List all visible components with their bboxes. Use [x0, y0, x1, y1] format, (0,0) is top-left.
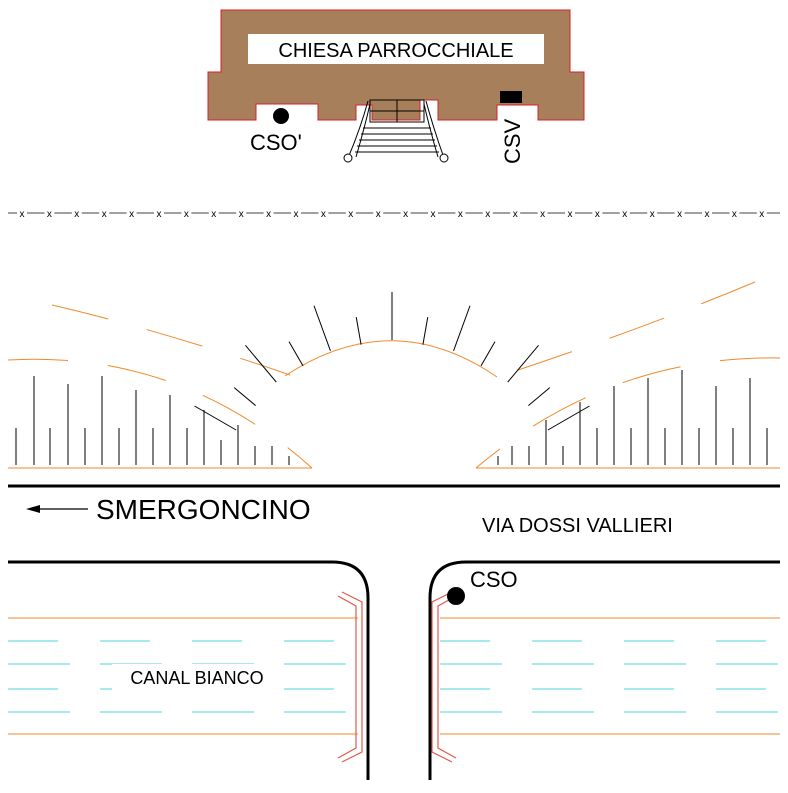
- fence-post-marker: x: [184, 209, 189, 220]
- fence-post-marker: x: [540, 209, 545, 220]
- fence-post-marker: x: [321, 209, 326, 220]
- direction-arrow-icon: [26, 505, 88, 513]
- slope-hatch-line: [480, 341, 496, 367]
- embankment-line: [51, 304, 291, 376]
- church: CHIESA PARROCCHIALE CSO' CSV: [207, 9, 585, 164]
- fence-post-marker: x: [485, 209, 490, 220]
- fence-post-marker: x: [348, 209, 353, 220]
- fence-post-marker: x: [102, 209, 107, 220]
- fence-post-marker: x: [568, 209, 573, 220]
- fence-post-marker: x: [677, 209, 682, 220]
- fence-post-marker: x: [47, 209, 52, 220]
- church-entrance-steps: [343, 99, 449, 163]
- slope-hatch-line: [355, 317, 362, 345]
- church-label: CHIESA PARROCCHIALE: [278, 40, 513, 62]
- slope-hatching: [15, 292, 768, 465]
- slope-hatch-line: [528, 387, 551, 406]
- fence-post-marker: x: [157, 209, 162, 220]
- slope-hatch-line: [453, 305, 471, 352]
- fence-post-marker: x: [513, 209, 518, 220]
- road-label-via-dossi-vallieri: VIA DOSSI VALLIERI: [482, 515, 673, 537]
- fence-post-marker: x: [759, 209, 764, 220]
- fence-post-marker: x: [458, 209, 463, 220]
- road: [8, 484, 780, 780]
- fence-post-marker: x: [129, 209, 134, 220]
- fence-post-marker: x: [650, 209, 655, 220]
- canal-label: CANAL BIANCO: [130, 668, 263, 688]
- fence-post-marker: x: [431, 209, 436, 220]
- cso-marker: [447, 587, 465, 605]
- embankment-line: [496, 281, 756, 378]
- cso-label: CSO: [470, 567, 518, 592]
- fence-post-marker: x: [211, 209, 216, 220]
- slope-hatch-line: [422, 317, 429, 345]
- fence-post-marker: x: [732, 209, 737, 220]
- slope-hatch-line: [194, 405, 237, 431]
- slope-hatch-line: [245, 345, 277, 383]
- fence-post-marker: x: [403, 209, 408, 220]
- slope-hatch-line: [313, 305, 331, 352]
- slope-hatch-line: [547, 405, 590, 431]
- canal-label-bg: [112, 664, 284, 690]
- bridge-rails: [337, 591, 457, 763]
- road-south-edge-east: [428, 560, 780, 780]
- cso-prime-label: CSO': [250, 130, 302, 155]
- embankment-line: [284, 340, 498, 378]
- csv-marker: [500, 91, 522, 103]
- road-label-smergoncino: SMERGONCINO: [96, 494, 311, 525]
- embankments: [7, 281, 781, 469]
- fence-post-marker: x: [705, 209, 710, 220]
- embankment-line: [7, 358, 313, 469]
- fence-post-marker: x: [74, 209, 79, 220]
- slope-hatch-line: [288, 341, 304, 367]
- fence-post-marker: x: [622, 209, 627, 220]
- church-label-box: [248, 34, 544, 64]
- fence-post-marker: x: [376, 209, 381, 220]
- embankment-line: [475, 357, 781, 469]
- road-south-edge-west: [8, 560, 370, 780]
- csv-label: CSV: [500, 118, 525, 164]
- fence-post-marker: x: [239, 209, 244, 220]
- fence-post-marker: x: [20, 209, 25, 220]
- slope-hatch-line: [507, 345, 539, 383]
- slope-hatch-line: [233, 387, 256, 406]
- church-building: [207, 9, 585, 121]
- fence-post-marker: x: [266, 209, 271, 220]
- fence-post-marker: x: [595, 209, 600, 220]
- cso-prime-marker: [273, 108, 289, 124]
- fence-post-marker: x: [294, 209, 299, 220]
- canal: [8, 617, 780, 735]
